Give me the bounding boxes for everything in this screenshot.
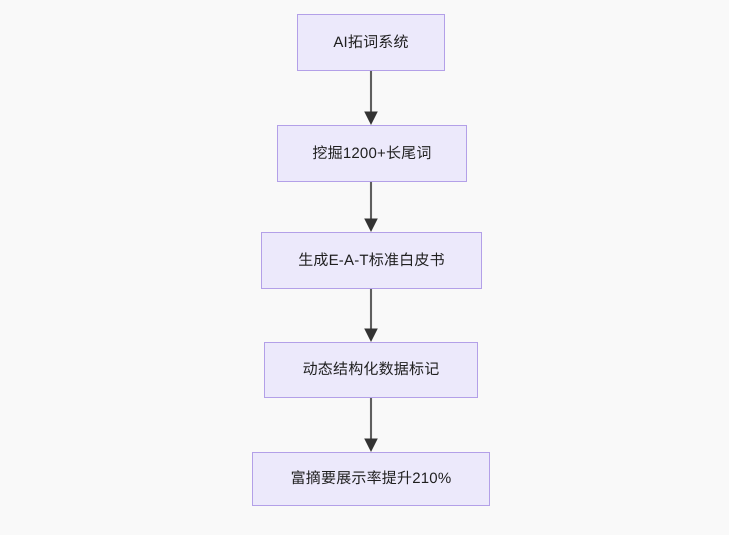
edge-n0-n1 xyxy=(364,71,378,125)
node-label: 动态结构化数据标记 xyxy=(302,361,440,378)
node-label: 生成E-A-T标准白皮书 xyxy=(298,251,445,269)
node-label: 挖掘1200+长尾词 xyxy=(312,144,432,162)
flowchart-node-ai-keyword-system[interactable]: AI拓词系统 xyxy=(297,14,445,71)
edge-n1-n2 xyxy=(364,182,378,232)
flowchart-node-generate-eat-whitepaper[interactable]: 生成E-A-T标准白皮书 xyxy=(261,232,482,289)
flowchart-node-rich-snippet-impression-uplift[interactable]: 富摘要展示率提升210% xyxy=(252,452,490,506)
edge-n2-n3 xyxy=(364,289,378,342)
flowchart-node-mine-longtail-keywords[interactable]: 挖掘1200+长尾词 xyxy=(277,125,467,182)
flowchart-node-dynamic-structured-data-markup[interactable]: 动态结构化数据标记 xyxy=(264,342,478,398)
node-label: 富摘要展示率提升210% xyxy=(290,470,452,487)
edge-n3-n4 xyxy=(364,398,378,452)
node-label: AI拓词系统 xyxy=(333,33,409,51)
